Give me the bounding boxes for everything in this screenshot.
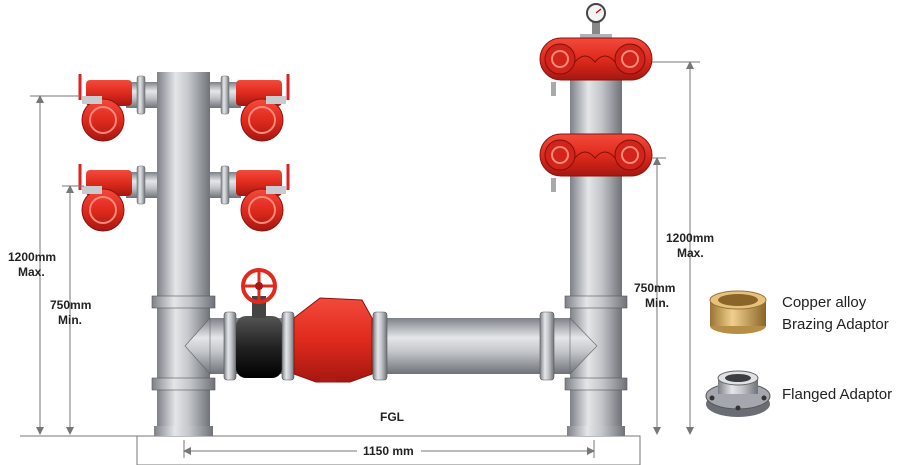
legend-flanged-line1: Flanged Adaptor [782,386,892,403]
handwheel-icon [241,268,277,304]
hydrant-head-top [539,37,653,81]
width-value: 1150 mm [363,444,414,458]
left-min-word: Min. [58,313,82,327]
right-min-dimension [652,157,666,435]
hydrant-head-bottom [539,133,653,177]
landing-valve-bottom-left [78,164,132,232]
gate-valve [223,296,295,381]
right-column-pipe [564,40,628,436]
ground-level-label: FGL [380,410,404,424]
landing-valve-top-left [78,74,132,142]
legend-brazing-line1: Copper alloy [782,294,867,311]
left-min-value: 750mm [50,298,91,312]
landing-valve-top-right [236,74,290,142]
left-min-dimension [62,185,84,435]
right-max-word: Max. [677,246,704,260]
pressure-gauge-icon [580,3,612,40]
left-column-pipe [151,72,216,436]
right-min-value: 750mm [634,281,675,295]
left-max-value: 1200mm [8,250,56,264]
left-outlet-stubs [126,75,241,205]
right-max-value: 1200mm [666,231,714,245]
landing-valve-bottom-right [236,164,290,232]
width-dimension [183,440,595,459]
left-max-dimension [30,95,80,435]
flanged-adaptor-icon [705,370,771,417]
legend-brazing-line2: Brazing Adaptor [782,316,889,333]
brazing-adaptor-icon [709,290,767,334]
left-max-word: Max. [18,265,45,279]
right-max-dimension [652,61,700,435]
right-min-word: Min. [645,296,669,310]
hydrant-chains [551,82,556,192]
check-valve [293,297,373,383]
